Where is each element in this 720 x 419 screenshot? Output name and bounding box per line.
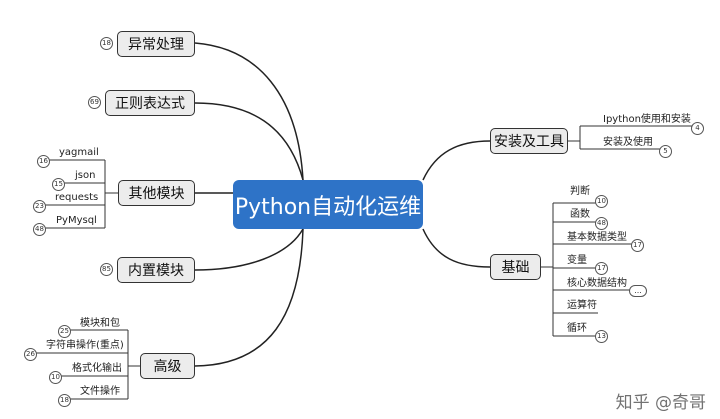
count-badge: 69 <box>88 96 101 109</box>
leaf-pymysql[interactable]: PyMysql <box>56 215 97 226</box>
topic-label: 基础 <box>501 260 530 276</box>
count-badge: 18 <box>100 37 113 50</box>
topic-label: 高级 <box>153 359 182 375</box>
leaf-loops[interactable]: 循环 <box>567 323 587 334</box>
topic-regex[interactable]: 正则表达式 <box>105 90 195 116</box>
count-badge: 10 <box>595 195 608 208</box>
count-badge: 16 <box>37 155 50 168</box>
leaf-operators[interactable]: 运算符 <box>567 300 597 311</box>
central-topic-label: Python自动化运维 <box>234 194 422 220</box>
watermark: 知乎 @奇哥 <box>615 393 706 413</box>
link-regex <box>194 102 304 181</box>
link-install <box>422 140 491 181</box>
count-badge: 17 <box>631 239 644 252</box>
leaf-ipython[interactable]: Ipython使用和安装 <box>603 114 691 125</box>
count-badge: 17 <box>595 262 608 275</box>
leaf-install-usage[interactable]: 安装及使用 <box>603 137 653 148</box>
count-badge: 85 <box>100 263 113 276</box>
leaf-variables[interactable]: 变量 <box>567 255 587 266</box>
leaf-format-output[interactable]: 格式化输出 <box>72 363 122 374</box>
topic-basics[interactable]: 基础 <box>490 254 541 280</box>
count-badge: 48 <box>595 217 608 230</box>
topic-exception-handling[interactable]: 异常处理 <box>117 31 195 57</box>
leaf-conditionals[interactable]: 判断 <box>570 186 590 197</box>
link-advanced <box>194 228 304 367</box>
leaf-core-structures[interactable]: 核心数据结构 <box>567 278 627 289</box>
leaf-json[interactable]: json <box>75 170 96 181</box>
leaf-yagmail[interactable]: yagmail <box>59 147 99 158</box>
link-builtin <box>194 228 304 271</box>
topic-builtin-modules[interactable]: 内置模块 <box>117 257 195 283</box>
count-badge: 26 <box>24 348 37 361</box>
leaf-string-ops[interactable]: 字符串操作(重点) <box>46 340 124 351</box>
count-badge: 4 <box>691 122 704 135</box>
topic-advanced[interactable]: 高级 <box>140 353 195 379</box>
more-badge[interactable]: ... <box>629 285 647 297</box>
topic-label: 正则表达式 <box>115 96 185 112</box>
count-badge: 13 <box>595 330 608 343</box>
count-badge: 5 <box>659 145 672 158</box>
leaf-functions[interactable]: 函数 <box>570 209 590 220</box>
leaf-modules-packages[interactable]: 模块和包 <box>80 318 120 329</box>
topic-label: 安装及工具 <box>494 134 564 150</box>
link-basics <box>422 228 491 268</box>
leaf-basic-types[interactable]: 基本数据类型 <box>567 232 627 243</box>
count-badge: 48 <box>33 223 46 236</box>
count-badge: 10 <box>49 371 62 384</box>
count-badge: 25 <box>58 325 71 338</box>
topic-label: 其他模块 <box>128 186 185 202</box>
count-badge: 18 <box>58 394 71 407</box>
count-badge: 23 <box>33 200 46 213</box>
leaf-file-ops[interactable]: 文件操作 <box>80 386 120 397</box>
central-topic[interactable]: Python自动化运维 <box>233 180 423 229</box>
link-exception <box>194 42 304 181</box>
topic-install-tools[interactable]: 安装及工具 <box>490 128 568 154</box>
topic-label: 异常处理 <box>128 37 184 53</box>
topic-other-modules[interactable]: 其他模块 <box>118 180 195 206</box>
leaf-requests[interactable]: requests <box>55 192 99 203</box>
count-badge: 15 <box>52 178 65 191</box>
topic-label: 内置模块 <box>128 263 184 279</box>
